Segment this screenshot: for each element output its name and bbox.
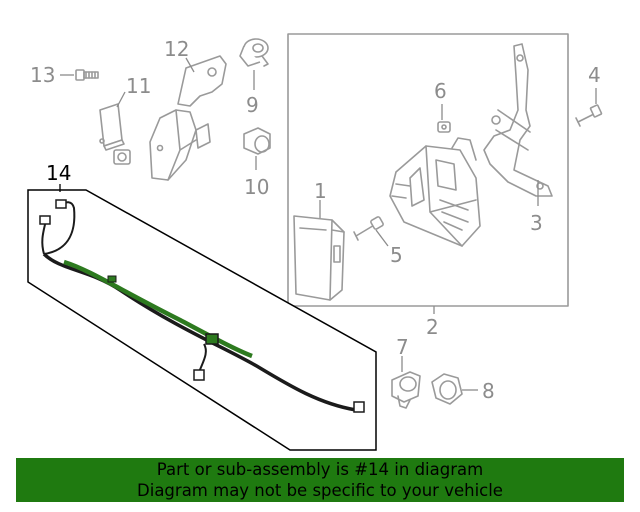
sensor-7[interactable] xyxy=(391,371,421,409)
grommet-10[interactable] xyxy=(243,127,271,155)
callout-11: 11 xyxy=(126,74,151,98)
banner-line-2: Diagram may not be specific to your vehi… xyxy=(137,481,503,500)
module-1[interactable] xyxy=(293,215,345,301)
grommet-8[interactable] xyxy=(431,373,463,405)
callout-5: 5 xyxy=(390,243,403,267)
sensor-9[interactable] xyxy=(239,38,269,67)
clip-6[interactable] xyxy=(437,121,451,133)
control-unit-2[interactable] xyxy=(389,137,481,247)
bolt-4[interactable] xyxy=(575,104,603,127)
connector-b xyxy=(55,199,67,209)
part-11[interactable] xyxy=(99,103,131,165)
bracket-12[interactable] xyxy=(149,55,227,181)
harness-sleeve xyxy=(63,259,253,359)
clip-a xyxy=(107,275,117,283)
callout-3: 3 xyxy=(530,211,543,235)
callout-4: 4 xyxy=(588,63,601,87)
bolt-13[interactable] xyxy=(75,69,99,81)
callout-2: 2 xyxy=(426,315,439,339)
info-banner: Part or sub-assembly is #14 in diagram D… xyxy=(16,458,624,502)
callout-10: 10 xyxy=(244,175,269,199)
callout-14: 14 xyxy=(46,161,71,185)
leader-5 xyxy=(375,229,389,247)
screw-5[interactable] xyxy=(353,216,384,241)
assembly-2-box xyxy=(287,33,569,307)
callout-8: 8 xyxy=(482,379,495,403)
connector-a xyxy=(39,215,51,225)
bracket-3[interactable] xyxy=(483,43,553,197)
banner-line-1: Part or sub-assembly is #14 in diagram xyxy=(156,460,484,479)
callout-13: 13 xyxy=(30,63,55,87)
callout-7: 7 xyxy=(396,335,409,359)
callout-9: 9 xyxy=(246,93,259,117)
leader-11 xyxy=(116,91,126,108)
connector-e xyxy=(353,401,365,413)
connector-d xyxy=(205,333,219,345)
callout-6: 6 xyxy=(434,79,447,103)
leader-12 xyxy=(185,57,195,73)
callout-12: 12 xyxy=(164,37,189,61)
connector-c xyxy=(193,369,205,381)
callout-1: 1 xyxy=(314,179,327,203)
wiring-harness-14[interactable] xyxy=(27,189,377,451)
